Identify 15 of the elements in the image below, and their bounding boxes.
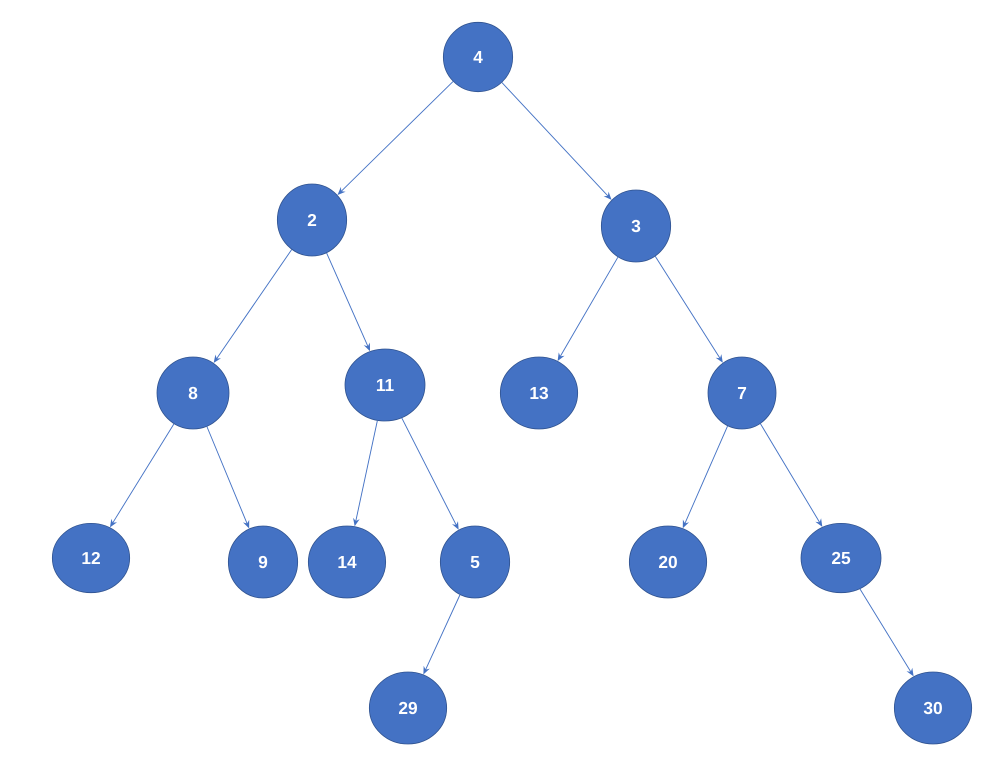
tree-node: 8 [156, 356, 230, 430]
tree-node: 29 [368, 672, 448, 744]
tree-node: 2 [276, 184, 348, 256]
tree-node: 20 [628, 526, 708, 598]
tree-node: 5 [440, 526, 510, 598]
tree-node: 14 [308, 526, 386, 598]
tree-node: 30 [894, 672, 972, 744]
tree-node: 11 [344, 348, 426, 422]
tree-node: 9 [228, 526, 298, 598]
tree-node: 25 [800, 522, 882, 594]
tree-node: 7 [708, 356, 776, 430]
tree-node: 3 [600, 190, 672, 262]
tree-node: 12 [52, 522, 130, 594]
tree-node: 13 [500, 356, 578, 430]
tree-node: 4 [442, 22, 514, 92]
